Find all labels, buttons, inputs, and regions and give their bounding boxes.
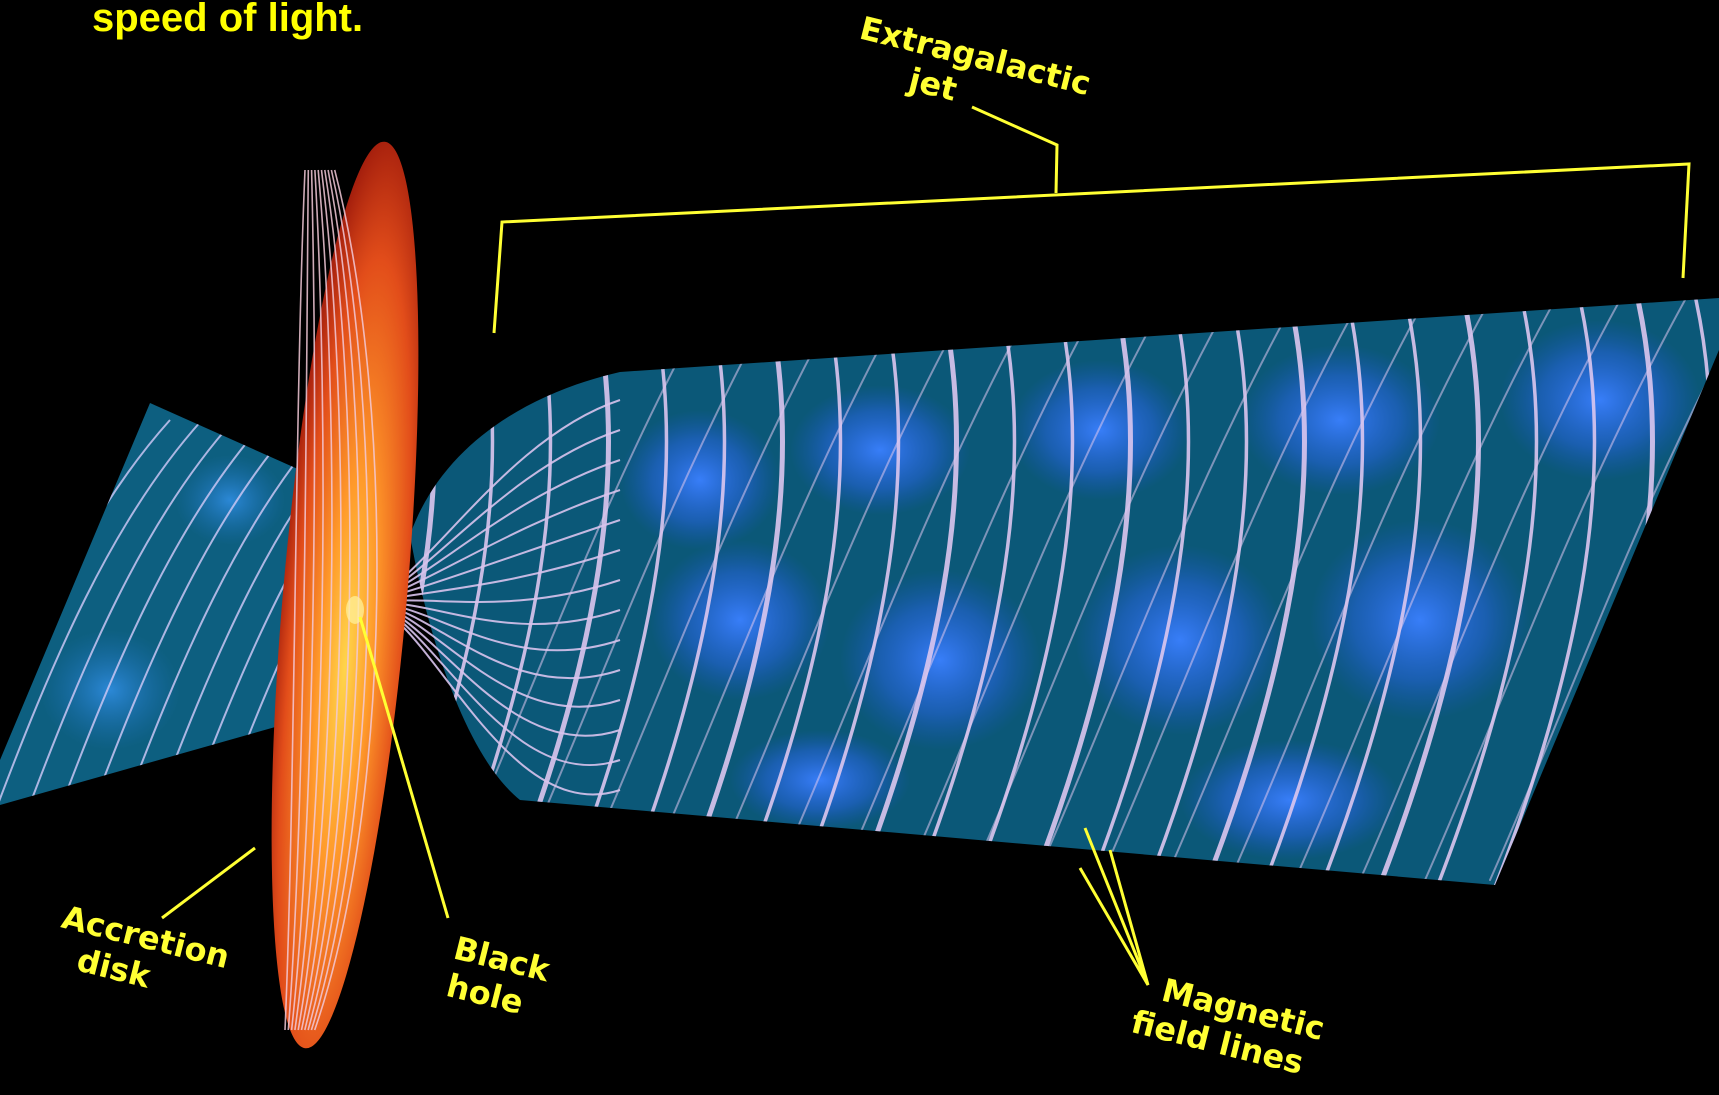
jet-bracket-stem [972,107,1057,193]
jet-label-line1: Extragalactic [856,9,1095,103]
caption-text: speed of light. [92,0,363,41]
jet-bracket [494,164,1689,333]
disk-pointer [162,848,255,918]
